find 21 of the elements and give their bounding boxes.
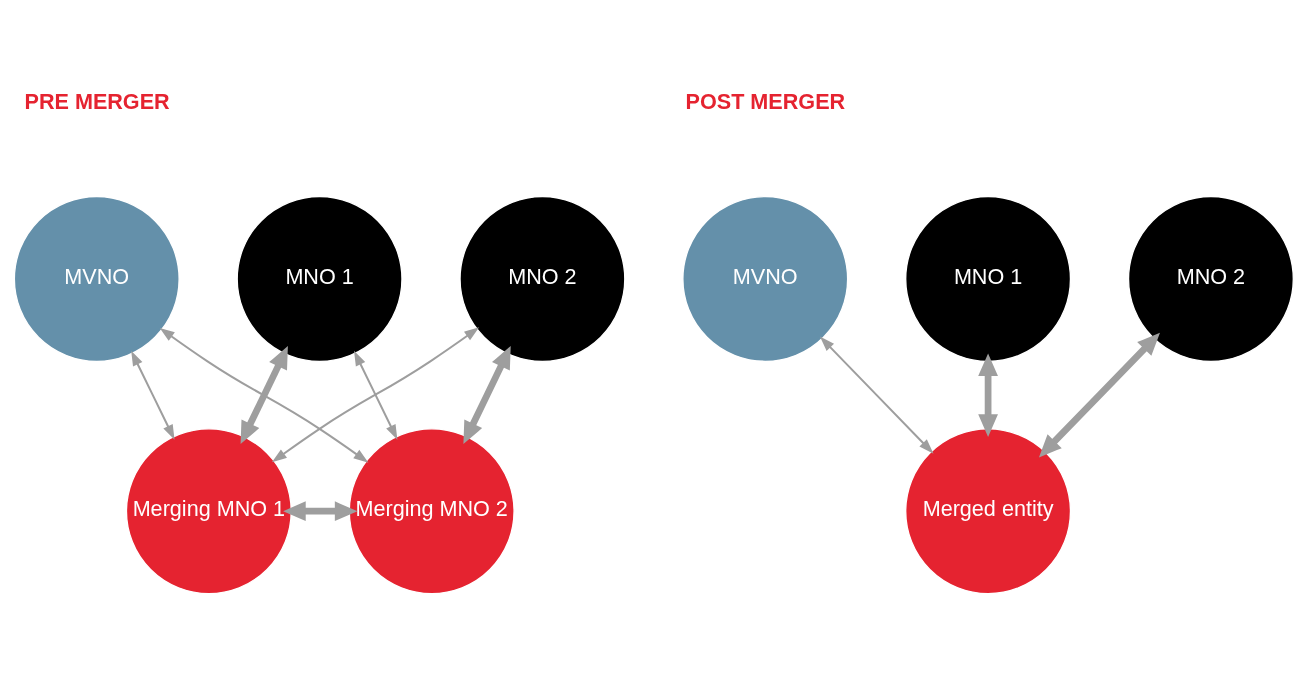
arrow — [978, 352, 998, 437]
node-circle: MNO 1 — [905, 195, 1072, 362]
arrow — [354, 350, 398, 440]
arrow — [463, 345, 511, 444]
node-circle: MNO 1 — [236, 195, 403, 362]
arrow — [271, 326, 480, 462]
arrow — [1038, 332, 1160, 457]
arrow — [283, 500, 358, 521]
arrow — [131, 350, 175, 440]
node-circle: MNO 2 — [1127, 195, 1294, 362]
label: PRE MERGER — [24, 87, 170, 113]
node-circle: MNO 2 — [459, 195, 626, 362]
node-circle: Merging MNO 2 — [348, 427, 515, 594]
node-circle: MVNO — [13, 195, 180, 362]
arrow — [159, 327, 369, 463]
node-circle: Merging MNO 1 — [125, 427, 292, 594]
arrow — [819, 336, 934, 454]
label: POST MERGER — [685, 87, 846, 113]
node-circle: MVNO — [682, 195, 849, 362]
node-circle: Merged entity — [905, 427, 1072, 594]
arrow — [240, 345, 288, 444]
